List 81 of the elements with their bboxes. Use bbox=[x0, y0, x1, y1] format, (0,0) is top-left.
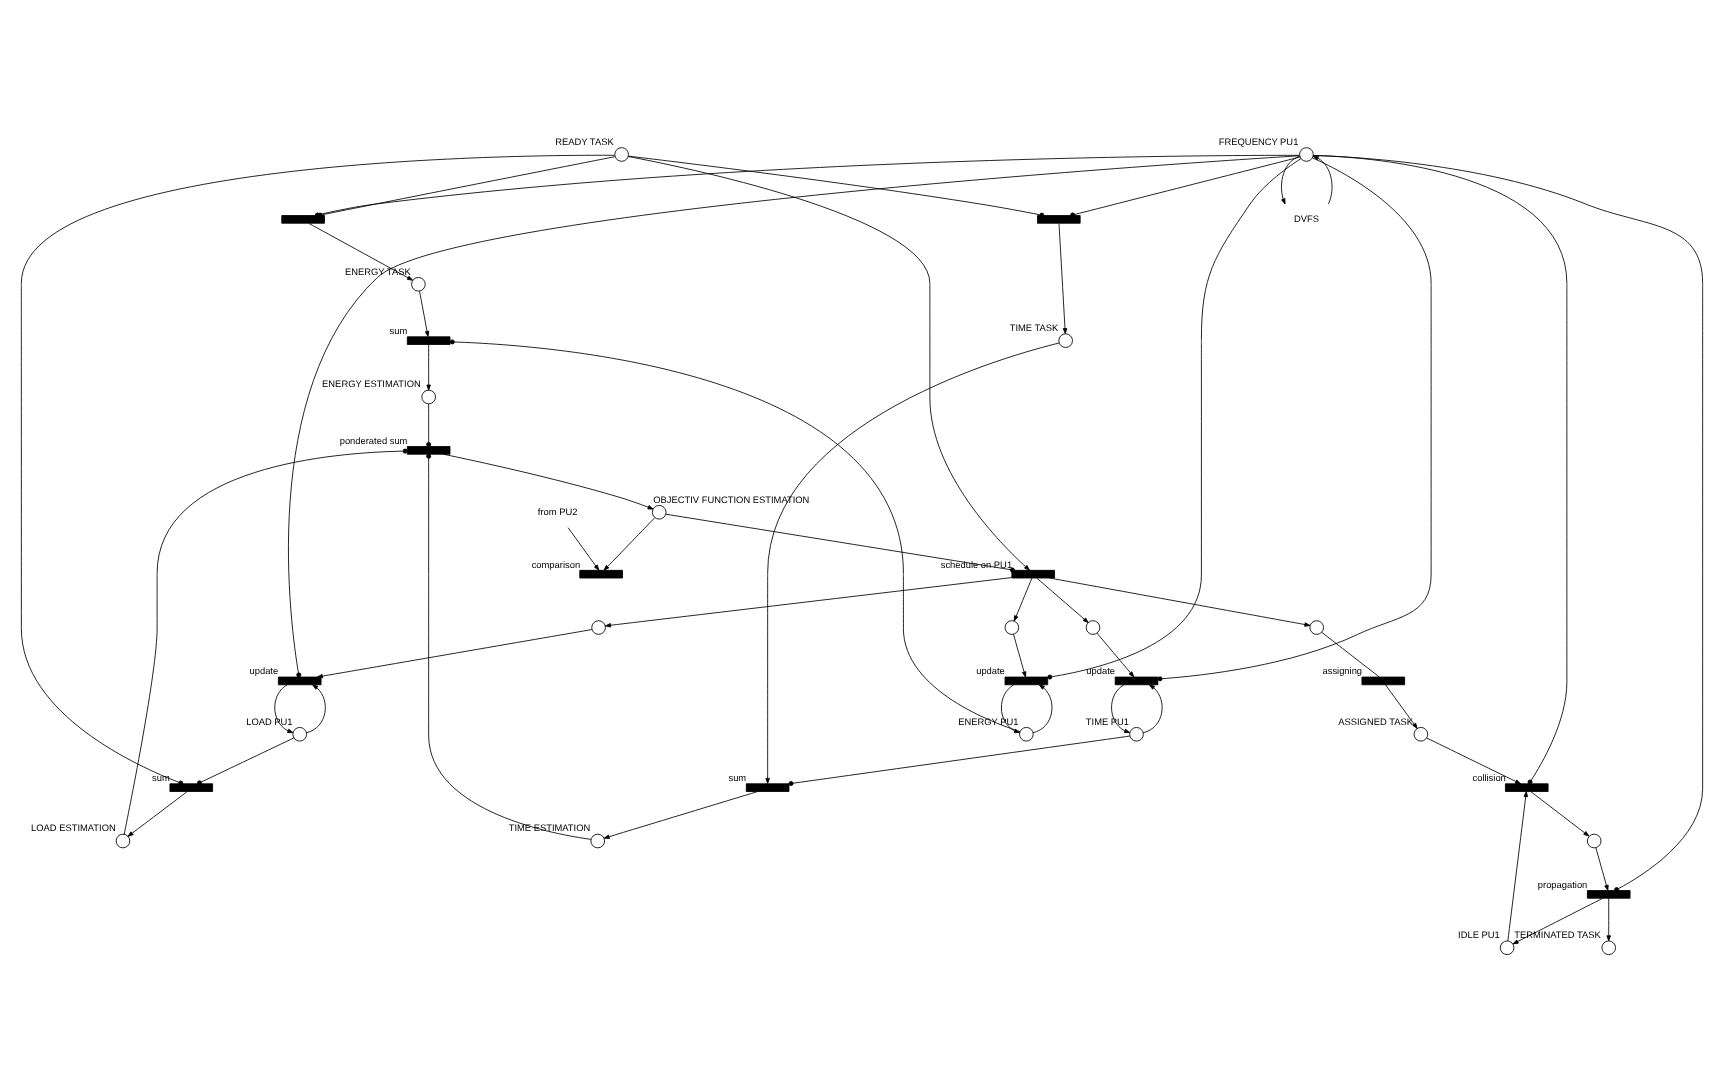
node-bar bbox=[579, 568, 623, 578]
node-circle bbox=[1299, 146, 1314, 161]
arrow bbox=[1111, 683, 1131, 733]
arrow bbox=[1142, 683, 1163, 733]
node-circle bbox=[1413, 726, 1429, 741]
connector bbox=[1047, 157, 1302, 679]
node-circle bbox=[1129, 726, 1144, 741]
arrow bbox=[443, 452, 654, 509]
arrow bbox=[1507, 790, 1528, 941]
arrow bbox=[1385, 683, 1418, 728]
node-circle bbox=[1058, 332, 1073, 347]
node-circle bbox=[1499, 939, 1515, 954]
arrow bbox=[419, 290, 430, 336]
arrow bbox=[605, 576, 1013, 627]
arrow bbox=[1013, 632, 1027, 677]
connector bbox=[197, 736, 295, 785]
node-circle bbox=[411, 276, 426, 291]
arrow bbox=[1049, 576, 1311, 626]
node-bar bbox=[1037, 214, 1081, 223]
connector bbox=[665, 512, 1015, 572]
arrow bbox=[603, 516, 656, 570]
arrow bbox=[1512, 896, 1604, 944]
arrow bbox=[627, 155, 1030, 570]
connector bbox=[1070, 155, 1301, 217]
connector bbox=[449, 338, 1021, 731]
node-circle bbox=[590, 832, 605, 848]
arrow bbox=[1013, 576, 1033, 621]
arrow bbox=[1036, 576, 1089, 622]
node-bar bbox=[406, 335, 451, 344]
arrow bbox=[1426, 736, 1521, 784]
node-circle bbox=[421, 388, 436, 404]
node-circle bbox=[1004, 619, 1020, 634]
connector bbox=[1312, 154, 1704, 892]
arrow bbox=[1032, 683, 1053, 733]
connector bbox=[628, 154, 1045, 217]
connector bbox=[20, 153, 616, 785]
node-circle bbox=[1085, 619, 1101, 634]
node-circle bbox=[651, 504, 667, 519]
arrow bbox=[1281, 154, 1300, 204]
node-bar bbox=[1004, 675, 1049, 685]
connector bbox=[1321, 630, 1380, 677]
node-bar bbox=[745, 782, 790, 791]
node-bar bbox=[1114, 675, 1159, 685]
connector bbox=[426, 402, 432, 446]
arrow bbox=[567, 526, 600, 570]
arrow bbox=[1312, 154, 1333, 204]
arrow bbox=[1096, 631, 1135, 677]
node-circle bbox=[591, 619, 606, 634]
connector bbox=[1313, 154, 1568, 784]
arrow bbox=[274, 683, 294, 733]
arrow bbox=[127, 790, 188, 836]
node-bar bbox=[277, 675, 322, 685]
node-bar bbox=[1361, 675, 1406, 685]
node-bar bbox=[169, 782, 214, 791]
node-bar bbox=[281, 214, 325, 223]
node-circle bbox=[1019, 726, 1034, 741]
node-circle bbox=[1309, 619, 1324, 634]
node-circle bbox=[1586, 832, 1602, 848]
arrow bbox=[1606, 896, 1611, 941]
node-bar bbox=[1586, 889, 1631, 898]
node-circle bbox=[292, 726, 307, 741]
connector bbox=[426, 452, 592, 839]
node-circle bbox=[1601, 939, 1616, 954]
connector bbox=[123, 447, 408, 834]
node-circle bbox=[115, 832, 131, 848]
arrow bbox=[765, 341, 1060, 783]
arrow bbox=[1058, 222, 1068, 334]
arrow bbox=[1595, 846, 1609, 890]
connector bbox=[288, 154, 1300, 677]
connector bbox=[788, 734, 1131, 785]
arrow bbox=[316, 628, 593, 678]
node-circle bbox=[614, 146, 629, 161]
arrow bbox=[1000, 683, 1020, 733]
node-bar bbox=[406, 445, 451, 454]
arrow bbox=[603, 790, 759, 838]
arrow bbox=[1530, 790, 1590, 836]
arrow bbox=[305, 683, 326, 733]
connector bbox=[1157, 156, 1432, 681]
node-bar bbox=[1504, 782, 1549, 791]
arrow bbox=[426, 343, 431, 390]
arrow bbox=[308, 221, 414, 280]
